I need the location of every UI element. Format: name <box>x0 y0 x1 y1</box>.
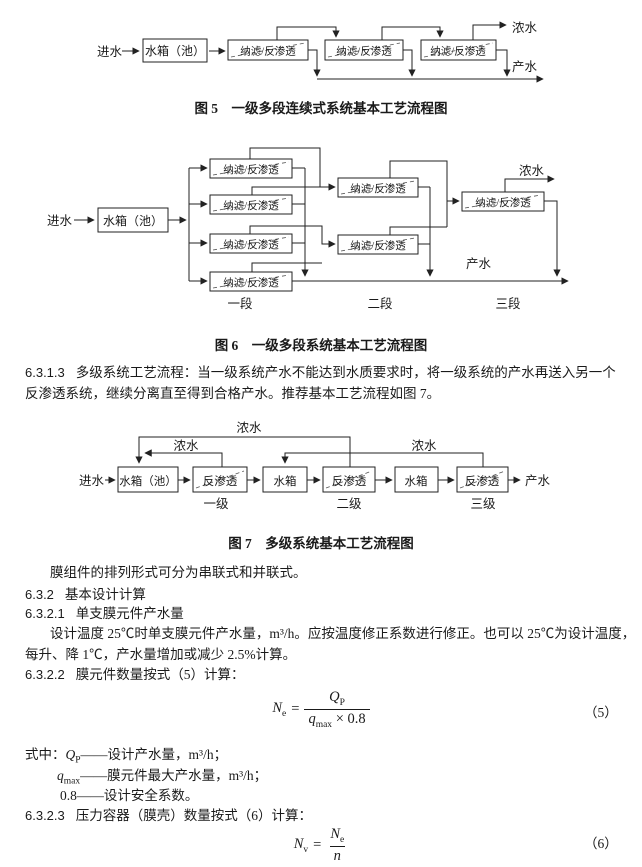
formula-6: Nv = Ne n <box>0 826 642 865</box>
defs-line2: qmax——膜元件最大产水量，m³/h； <box>57 768 268 787</box>
clause-number: 6.3.2.2 <box>25 667 65 682</box>
formula-5-number: （5） <box>584 705 618 720</box>
process-box-tank2: 水箱 <box>262 466 308 493</box>
clause-6321-body-line1: 设计温度 25℃时单支膜元件产水量，m³/h。应按温度修正系数进行修正。也可以 … <box>50 626 636 641</box>
box-label: 纳滤/反渗透 <box>350 239 406 252</box>
equals-sign: = <box>313 836 322 853</box>
box-label: 水箱（池） <box>119 474 177 488</box>
feed-label: 进水 <box>97 45 123 59</box>
formula-6-number: （6） <box>584 836 618 851</box>
product-label: 产水 <box>525 474 551 488</box>
formula-lhs: Ne <box>272 699 287 719</box>
numerator: Ne <box>330 826 345 845</box>
formula-lhs: Nv <box>293 836 309 855</box>
numerator: QP <box>329 689 345 708</box>
figure6-diagram: 水箱（池） 纳滤/反渗透 纳滤/反渗透 纳滤/反渗透 纳滤/反渗透 纳滤/反渗透 <box>47 147 569 311</box>
flow-lines <box>74 147 569 285</box>
process-box-nfro-3: 纳滤/反渗透 <box>420 39 497 61</box>
arrangement-note: 膜组件的排列形式可分为串联式和并联式。 <box>50 565 307 580</box>
denominator: n <box>329 845 345 865</box>
defs-line3: 0.8——设计安全系数。 <box>60 788 199 803</box>
fraction: Ne n <box>326 826 348 865</box>
clause-title: 单支膜元件产水量 <box>75 606 184 621</box>
pass3-label: 三级 <box>470 497 496 511</box>
box-label: 纳滤/反渗透 <box>223 163 279 176</box>
product-label: 产水 <box>466 257 492 271</box>
flow-lines <box>122 21 544 83</box>
box-label: 水箱 <box>274 474 297 488</box>
product-label: 产水 <box>512 60 538 74</box>
process-box-tank: 水箱（池） <box>142 38 208 63</box>
pass2-label: 二级 <box>336 497 362 511</box>
process-box-ro1: 反渗透 <box>192 466 248 493</box>
process-box-nfro-s1b: 纳滤/反渗透 <box>209 194 293 215</box>
heading-6321: 6.3.2.1 单支膜元件产水量 <box>25 606 184 621</box>
box-label: 纳滤/反渗透 <box>350 182 406 195</box>
figure6-caption: 图 6 一级多段系统基本工艺流程图 <box>214 338 428 353</box>
stage3-label: 三段 <box>495 296 520 311</box>
process-box-nfro-2: 纳滤/反渗透 <box>324 39 404 61</box>
concentrate-label: 浓水 <box>236 421 262 435</box>
box-label: 反渗透 <box>465 474 500 488</box>
formula-5: Ne = QP qmax × 0.8 <box>0 689 642 730</box>
clause-6321-body-line2: 每升、降 1℃，产水量增加或减少 2.5%计算。 <box>25 647 297 662</box>
process-box-tank3: 水箱 <box>394 466 439 493</box>
box-label: 水箱（池） <box>103 213 163 228</box>
process-box-nfro-1: 纳滤/反渗透 <box>227 39 309 61</box>
clause-title: 膜元件数量按式（5）计算： <box>75 667 245 682</box>
figure5-diagram: 水箱（池） 纳滤/反渗透 纳滤/反渗透 纳滤/反渗透 进水 浓水 产水 <box>97 21 544 83</box>
box-label: 纳滤/反渗透 <box>475 196 531 209</box>
defs-line1: 式中：QP——设计产水量，m³/h； <box>25 747 228 766</box>
box-label: 反渗透 <box>203 474 238 488</box>
process-box-ro3: 反渗透 <box>456 466 509 493</box>
fraction: QP qmax × 0.8 <box>304 689 370 730</box>
figure5-caption: 图 5 一级多段连续式系统基本工艺流程图 <box>194 101 448 116</box>
clause-6313-line1: 6.3.1.3 多级系统工艺流程：当一级系统产水不能达到水质要求时，将一级系统的产… <box>25 365 616 380</box>
concentrate-label: 浓水 <box>519 164 545 178</box>
process-box-nfro-s1c: 纳滤/反渗透 <box>209 233 293 254</box>
box-label: 纳滤/反渗透 <box>223 276 279 289</box>
process-box-ro2: 反渗透 <box>322 466 376 493</box>
clause-number: 6.3.2 <box>25 587 54 602</box>
figure7-diagram: 水箱（池） 反渗透 水箱 反渗透 水箱 反渗透 浓水 浓水 浓水 进水 产水 <box>79 421 551 511</box>
concentrate-label: 浓水 <box>411 439 437 453</box>
stage1-label: 一段 <box>227 296 252 311</box>
clause-title: 压力容器（膜壳）数量按式（6）计算： <box>75 808 313 823</box>
box-label: 水箱 <box>405 474 428 488</box>
feed-label: 进水 <box>47 214 73 228</box>
feed-label: 进水 <box>79 474 105 488</box>
process-box-tank: 水箱（池） <box>97 207 169 233</box>
process-box-nfro-s1a: 纳滤/反渗透 <box>209 158 293 179</box>
figure7-caption: 图 7 多级系统基本工艺流程图 <box>228 536 414 551</box>
pass1-label: 一级 <box>203 497 229 511</box>
clause-number: 6.3.2.3 <box>25 808 65 823</box>
box-label: 反渗透 <box>332 474 367 488</box>
stage2-label: 二段 <box>367 296 392 311</box>
process-box-nfro-s3: 纳滤/反渗透 <box>461 191 545 212</box>
clause-6313-line2: 反渗透系统，继续分离直至得到合格产水。推荐基本工艺流程如图 7。 <box>25 386 441 401</box>
box-label: 纳滤/反渗透 <box>336 45 392 58</box>
box-label: 纳滤/反渗透 <box>223 238 279 251</box>
flow-lines <box>105 436 521 484</box>
denominator: qmax × 0.8 <box>304 708 370 730</box>
box-label: 纳滤/反渗透 <box>223 199 279 212</box>
clause-number: 6.3.2.1 <box>25 606 65 621</box>
clause-number: 6.3.1.3 <box>25 365 65 380</box>
heading-6323: 6.3.2.3 压力容器（膜壳）数量按式（6）计算： <box>25 808 312 823</box>
concentrate-label: 浓水 <box>512 21 538 35</box>
box-label: 水箱（池） <box>145 43 205 58</box>
equals-sign: = <box>291 700 300 717</box>
clause-text: 多级系统工艺流程：当一级系统产水不能达到水质要求时，将一级系统的产水再送入另一个 <box>75 365 616 380</box>
clause-title: 基本设计计算 <box>64 587 146 602</box>
process-box-tank1: 水箱（池） <box>117 466 179 493</box>
process-box-nfro-s2b: 纳滤/反渗透 <box>337 234 419 255</box>
process-box-nfro-s2a: 纳滤/反渗透 <box>337 177 419 198</box>
box-label: 纳滤/反渗透 <box>240 45 296 58</box>
box-label: 纳滤/反渗透 <box>430 45 486 58</box>
heading-632: 6.3.2 基本设计计算 <box>25 587 146 602</box>
heading-6322: 6.3.2.2 膜元件数量按式（5）计算： <box>25 667 245 682</box>
concentrate-label: 浓水 <box>173 439 199 453</box>
process-box-nfro-s1d: 纳滤/反渗透 <box>209 271 293 292</box>
